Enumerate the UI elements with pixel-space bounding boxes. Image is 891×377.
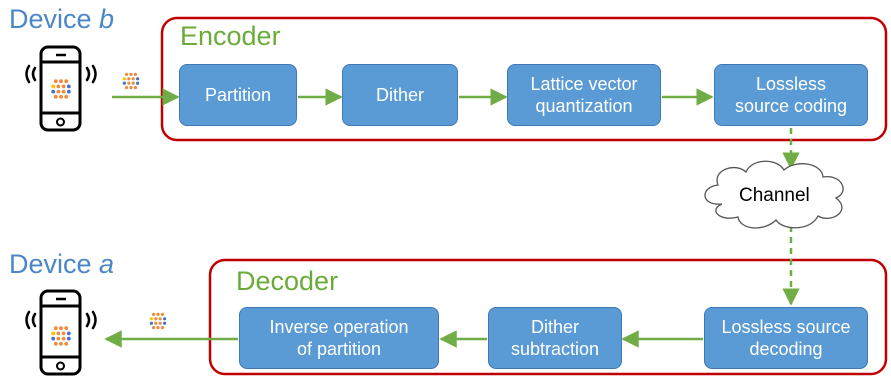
data-point — [127, 81, 131, 85]
data-point — [56, 336, 61, 341]
decoder-frame — [208, 258, 888, 376]
data-point — [66, 331, 71, 336]
data-point — [131, 77, 135, 81]
data-point — [133, 72, 138, 77]
data-point — [56, 331, 61, 336]
data-point — [56, 89, 61, 94]
data-point — [149, 317, 154, 321]
device-b-letter: b — [99, 4, 115, 34]
received-data-points — [149, 312, 167, 330]
data-point — [135, 77, 140, 81]
data-point — [124, 72, 129, 77]
data-point — [53, 326, 58, 331]
decoder-title: Decoder — [236, 266, 339, 296]
data-point — [124, 85, 129, 90]
data-point — [127, 77, 131, 81]
data-point — [59, 79, 63, 84]
device-a-letter: a — [99, 249, 115, 279]
encoder-frame — [160, 16, 888, 142]
data-point — [53, 79, 58, 84]
data-point — [160, 312, 165, 317]
data-point — [61, 84, 66, 89]
smartphone-icon — [39, 289, 82, 376]
data-point — [151, 312, 156, 317]
data-point — [160, 325, 165, 330]
data-point — [59, 326, 63, 331]
data-point — [64, 94, 69, 99]
data-point — [53, 94, 58, 99]
data-point — [64, 341, 69, 346]
data-point — [158, 317, 162, 321]
device-b-prefix: Device — [9, 4, 100, 34]
data-point — [61, 336, 66, 341]
data-point — [66, 84, 71, 89]
data-point — [51, 331, 56, 336]
data-point — [53, 341, 58, 346]
smartphone-icon — [39, 45, 82, 132]
data-point — [59, 94, 63, 99]
data-point — [129, 85, 133, 90]
data-point — [154, 317, 158, 321]
data-point — [61, 89, 66, 94]
data-point — [122, 81, 127, 85]
data-point — [131, 81, 135, 85]
data-point — [162, 317, 167, 321]
device-a-title: Device a — [9, 249, 114, 280]
wireless-signal-icon — [25, 310, 97, 330]
data-point — [51, 336, 56, 341]
data-point — [133, 85, 138, 90]
data-point — [64, 326, 69, 331]
cloud-icon — [704, 160, 844, 229]
data-point — [56, 84, 61, 89]
data-point — [129, 72, 133, 77]
data-point — [122, 77, 127, 81]
data-point — [151, 325, 156, 330]
phone-a-data-points — [51, 326, 71, 346]
data-point — [162, 321, 167, 325]
data-point — [66, 89, 71, 94]
phone-b-data-points — [51, 79, 71, 99]
wireless-signal-icon — [25, 64, 97, 84]
device-a-prefix: Device — [9, 249, 100, 279]
data-point — [135, 81, 140, 85]
data-point — [158, 321, 162, 325]
data-point — [64, 79, 69, 84]
data-point — [149, 321, 154, 325]
sent-data-points — [122, 72, 140, 90]
channel-label: Channel — [739, 185, 810, 206]
data-point — [156, 325, 160, 330]
data-point — [66, 336, 71, 341]
data-point — [156, 312, 160, 317]
data-point — [59, 341, 63, 346]
data-point — [51, 84, 56, 89]
encoder-title: Encoder — [180, 21, 281, 51]
data-point — [154, 321, 158, 325]
partition-block: Partition — [179, 64, 297, 126]
dither-block: Dither — [342, 64, 458, 126]
data-point — [61, 331, 66, 336]
data-point — [51, 89, 56, 94]
device-b-title: Device b — [9, 4, 114, 35]
